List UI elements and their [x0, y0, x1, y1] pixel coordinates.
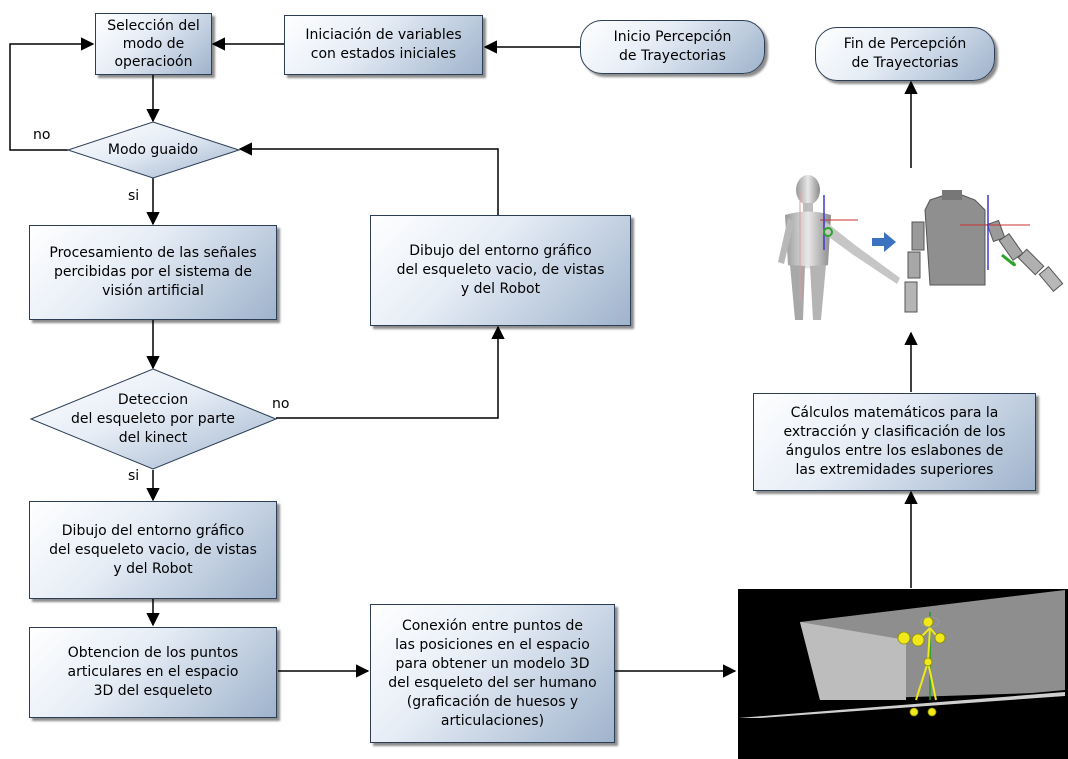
- signal-processing-label: Procesamiento de las señales percibidas …: [49, 245, 257, 299]
- connectors: [9, 37, 918, 678]
- init-variables-box: Iniciación de variables con estados inic…: [284, 15, 483, 75]
- arrow-modo-no-loop: [9, 37, 95, 151]
- human-figure: [778, 175, 900, 320]
- connection-points-box: Conexión entre puntos de las posiciones …: [370, 604, 615, 743]
- draw-environment-box-right: Dibujo del entorno gráfico del esqueleto…: [370, 215, 631, 326]
- connection-points-label: Conexión entre puntos de las posiciones …: [388, 617, 597, 729]
- arrow-dibujo-to-modo: [238, 142, 499, 215]
- arrow-deteccion-no: [276, 325, 505, 419]
- human-robot-illustration: [778, 175, 1064, 320]
- branch-no-guided: no: [33, 127, 51, 143]
- mode-selection-label: Selección del modo de operacioón: [107, 18, 200, 70]
- kinect-3d-view: [738, 589, 1068, 759]
- start-node: Inicio Percepción de Trayectorias: [580, 20, 765, 74]
- decision-deteccion-shape: [29, 368, 278, 470]
- end-node-label: Fin de Percepción de Trayectorias: [843, 36, 967, 71]
- math-calculations-box: Cálculos matemáticos para la extracción …: [753, 393, 1036, 491]
- draw-environment-label-left: Dibujo del entorno gráfico del esqueleto…: [49, 522, 257, 577]
- robot-figure: [904, 190, 1064, 313]
- draw-environment-box-left: Dibujo del entorno gráfico del esqueleto…: [29, 501, 277, 599]
- guided-mode-label: Modo guaido: [107, 141, 199, 158]
- branch-si-detection: si: [128, 468, 140, 484]
- branch-no-detection: no: [272, 396, 290, 412]
- skeleton-detection-label: Deteccion del esqueleto por parte del ki…: [70, 391, 236, 446]
- start-node-label: Inicio Percepción de Trayectorias: [613, 29, 732, 64]
- init-variables-label: Iniciación de variables con estados inic…: [305, 27, 462, 62]
- branch-si-guided: si: [128, 188, 140, 204]
- joint-points-box: Obtencion de los puntos articulares en e…: [29, 627, 277, 718]
- decision-modo-guiado-shape: [66, 121, 241, 179]
- signal-processing-box: Procesamiento de las señales percibidas …: [29, 225, 277, 320]
- mode-selection-box: Selección del modo de operacioón: [95, 13, 212, 75]
- math-calculations-label: Cálculos matemáticos para la extracción …: [783, 405, 1006, 478]
- joint-points-label: Obtencion de los puntos articulares en e…: [67, 645, 239, 699]
- draw-environment-label-right: Dibujo del entorno gráfico del esqueleto…: [396, 243, 605, 297]
- transfer-arrow-icon: [872, 232, 896, 252]
- end-node: Fin de Percepción de Trayectorias: [815, 27, 995, 81]
